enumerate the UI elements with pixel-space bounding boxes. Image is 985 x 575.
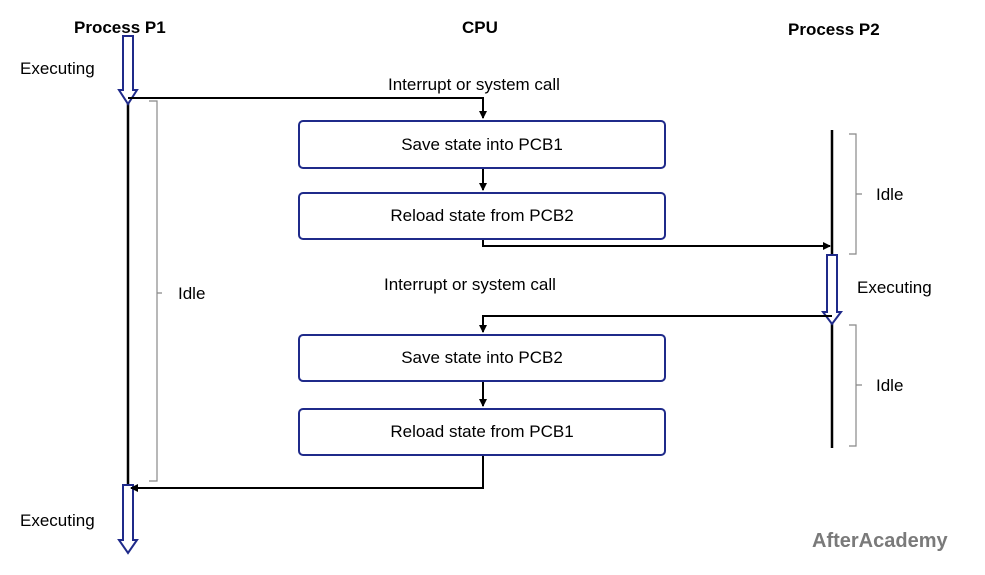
p2-idle-brace-bottom <box>849 324 862 447</box>
cpu-to-p2-arrow <box>482 240 831 250</box>
p2-to-cpu-arrow <box>479 315 832 333</box>
interrupt-label-2: Interrupt or system call <box>384 275 556 294</box>
process-p2-header: Process P2 <box>788 20 880 39</box>
p1-idle-label: Idle <box>178 284 206 303</box>
p1-executing-label-top: Executing <box>20 59 95 78</box>
p1-executing-arrow-top <box>117 35 139 106</box>
process-p1-header: Process P1 <box>74 18 166 37</box>
p2-executing-arrow <box>821 254 843 326</box>
interrupt-label-1: Interrupt or system call <box>388 75 560 94</box>
p2-idle-label-top: Idle <box>876 185 904 204</box>
p2-executing-label: Executing <box>857 278 932 297</box>
save-state-pcb2-box: Save state into PCB2 <box>298 334 666 382</box>
afteracademy-watermark: AfterAcademy <box>812 530 948 552</box>
p1-idle-brace <box>149 100 162 482</box>
p2-idle-label-bottom: Idle <box>876 376 904 395</box>
p2-idle-brace-top <box>849 133 862 255</box>
p1-to-cpu-arrow <box>128 97 487 119</box>
cpu-to-p1-arrow <box>130 456 484 492</box>
reload-state-pcb1-box: Reload state from PCB1 <box>298 408 666 456</box>
save-state-pcb1-box: Save state into PCB1 <box>298 120 666 169</box>
cpu-header: CPU <box>462 18 498 37</box>
p1-executing-label-bottom: Executing <box>20 511 95 530</box>
p1-executing-arrow-bottom <box>117 484 139 555</box>
reload-state-pcb2-box: Reload state from PCB2 <box>298 192 666 240</box>
